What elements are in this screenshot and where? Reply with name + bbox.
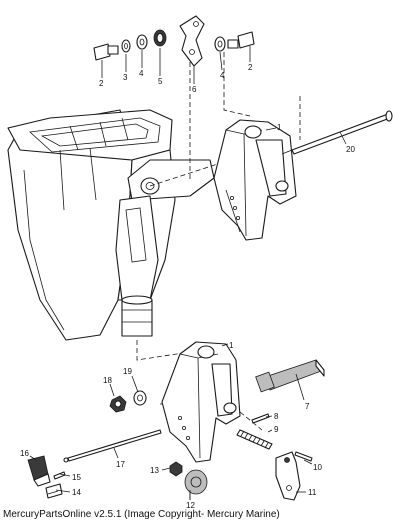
callout-1-lower: 1 [229, 341, 234, 350]
pin-and-lever [275, 451, 313, 501]
tilt-tube [281, 110, 393, 155]
callout-12: 12 [186, 501, 195, 510]
callout-16: 16 [20, 449, 29, 458]
callout-10: 10 [313, 463, 322, 472]
callout-19: 19 [123, 367, 132, 376]
callout-2-right: 2 [248, 63, 253, 72]
callout-6: 6 [192, 85, 197, 94]
rod [63, 429, 162, 463]
callout-8: 8 [274, 412, 279, 421]
callout-5: 5 [158, 77, 163, 86]
leader-lines [29, 46, 347, 500]
swivel-bracket-housing [7, 109, 215, 341]
stop-block [255, 359, 325, 393]
top-hardware-row [93, 15, 255, 67]
pin [251, 413, 270, 424]
callout-4-right: 4 [220, 71, 225, 80]
callout-9: 9 [274, 425, 279, 434]
callout-1-upper: 1 [277, 123, 282, 132]
spring [236, 429, 273, 450]
callout-3: 3 [123, 73, 128, 82]
latch-parts [27, 455, 66, 499]
nut-and-washer [109, 390, 147, 413]
callout-4-left: 4 [139, 69, 144, 78]
callout-17: 17 [116, 460, 125, 469]
callout-13: 13 [150, 466, 159, 475]
nut-and-knob [169, 461, 208, 500]
callout-11: 11 [308, 488, 317, 497]
callout-7: 7 [305, 402, 310, 411]
alignment-lines [136, 44, 301, 431]
lower-clamp-bracket [161, 341, 241, 463]
callout-labels: 2 3 4 5 6 4 2 1 20 1 7 18 19 8 9 16 17 1… [20, 63, 355, 510]
upper-clamp-bracket [213, 119, 297, 241]
image-caption: MercuryPartsOnline v2.5.1 (Image Copyrig… [3, 509, 280, 520]
callout-14: 14 [72, 488, 81, 497]
callout-2-left: 2 [99, 79, 104, 88]
callout-18: 18 [103, 376, 112, 385]
callout-15: 15 [72, 473, 81, 482]
callout-20: 20 [346, 145, 355, 154]
